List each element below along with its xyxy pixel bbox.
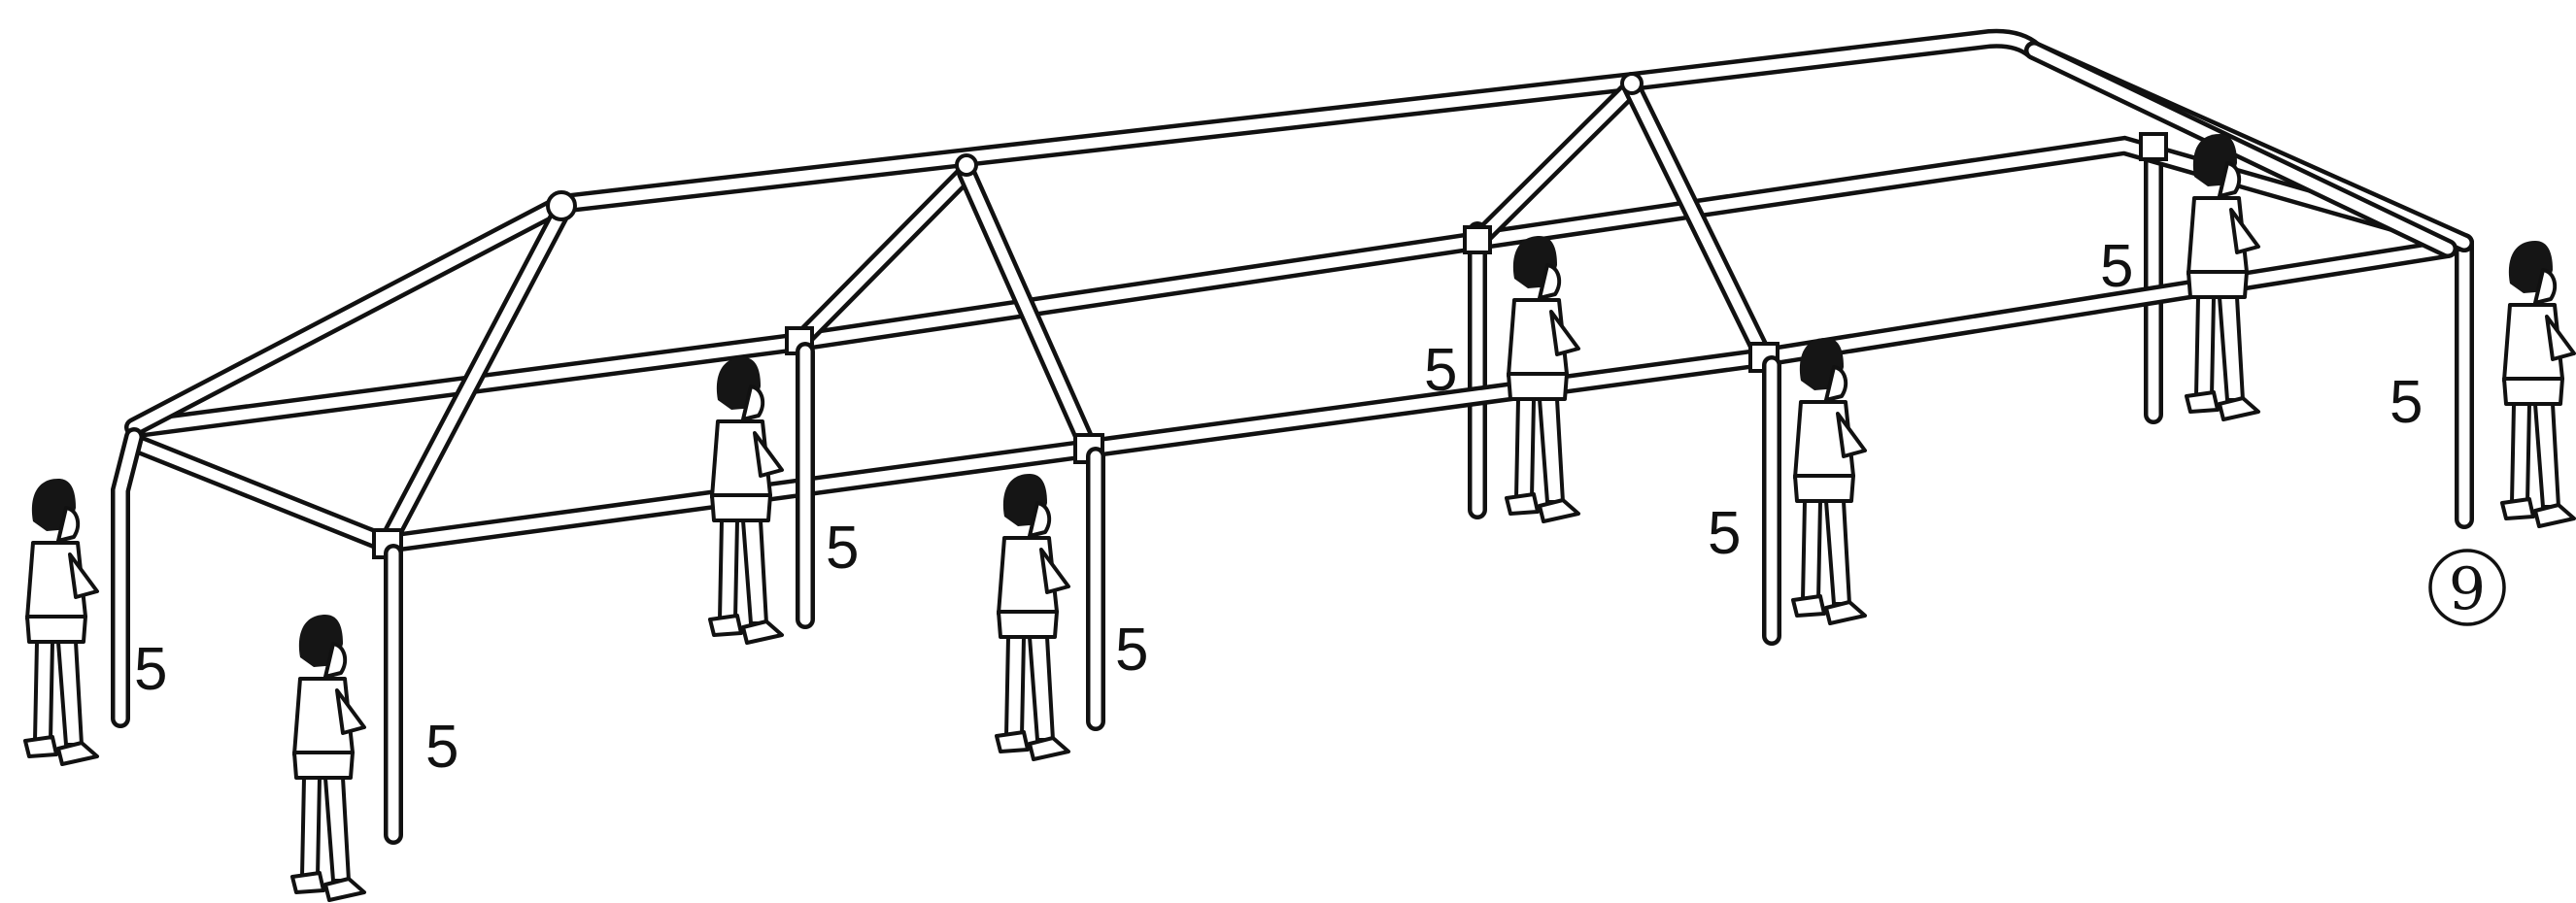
leg-label: 5 bbox=[2100, 233, 2133, 300]
leg-label: 5 bbox=[1424, 337, 1457, 404]
person-icon bbox=[1791, 336, 1867, 625]
fittings bbox=[372, 72, 2168, 559]
leg-label: 5 bbox=[826, 515, 859, 582]
near-legs bbox=[111, 342, 1781, 845]
person-icon bbox=[708, 355, 784, 645]
person-icon bbox=[1505, 234, 1580, 523]
leg-label: 5 bbox=[1115, 617, 1148, 684]
person-icon bbox=[23, 477, 99, 766]
ridge-pole bbox=[552, 28, 2044, 214]
leg-label: 5 bbox=[2390, 369, 2423, 436]
rafters bbox=[124, 41, 2474, 553]
step-number-badge: 9 bbox=[2428, 549, 2506, 626]
person-icon bbox=[995, 472, 1070, 761]
person-icon bbox=[290, 613, 366, 902]
roof-frame bbox=[124, 28, 2474, 559]
step-number: 9 bbox=[2449, 555, 2486, 623]
leg-label: 5 bbox=[134, 636, 167, 703]
person-icon bbox=[2500, 239, 2576, 528]
far-legs bbox=[1468, 136, 2474, 529]
leg-label: 5 bbox=[425, 714, 458, 781]
leg-labels: 5 5 5 5 5 5 5 5 bbox=[134, 233, 2423, 781]
leg-label: 5 bbox=[1708, 500, 1741, 567]
